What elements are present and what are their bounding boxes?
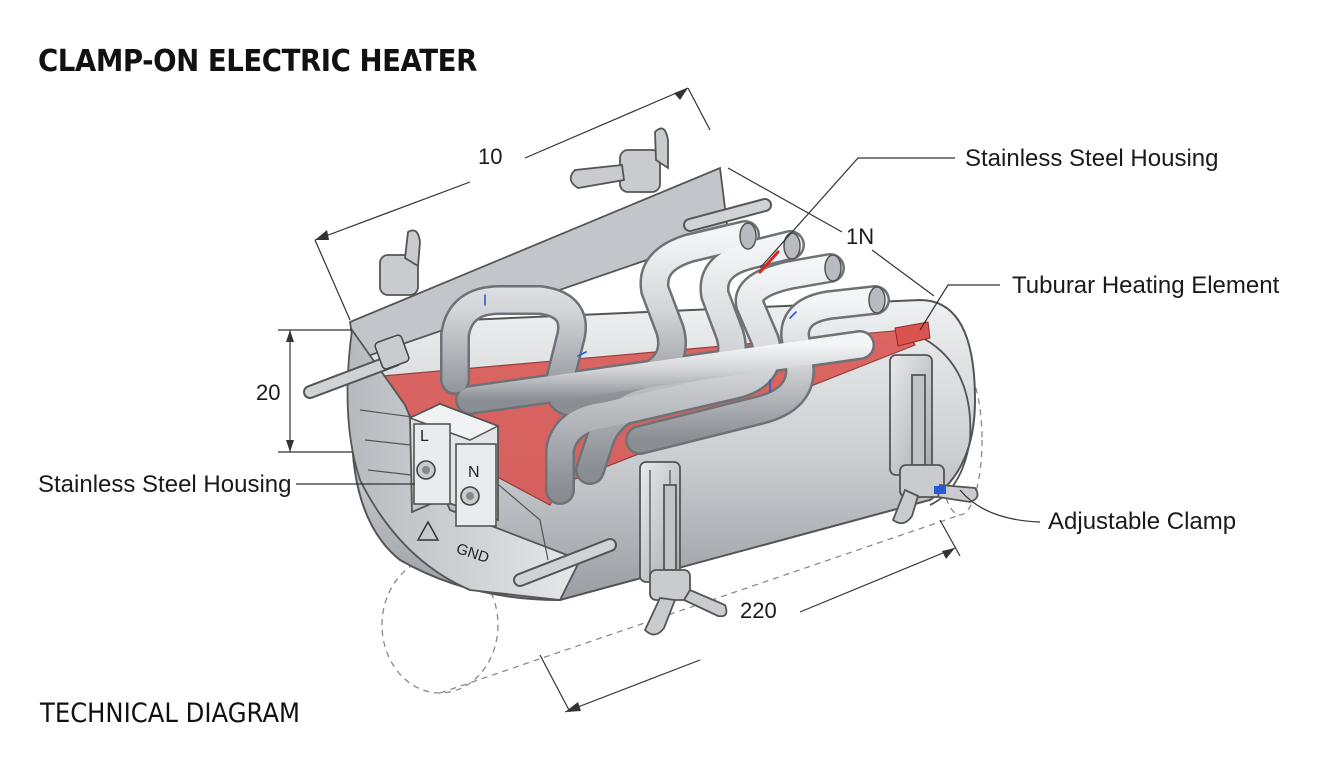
dimension-bottom: 220: [740, 598, 777, 623]
diagram-title: CLAMP-ON ELECTRIC HEATER: [38, 44, 477, 79]
dimension-right: 1N: [846, 224, 875, 249]
heating-element-pipes: [440, 220, 890, 505]
callout-clamp: Adjustable Clamp: [1048, 508, 1237, 535]
dimension-arrows: [286, 88, 955, 712]
diagram-footer: TECHNICAL DIAGRAM: [40, 698, 301, 729]
callout-housing-top: Stainless Steel Housing: [965, 145, 1219, 172]
adjustable-clamps: [639, 354, 979, 636]
threaded-studs: [303, 198, 772, 587]
terminal-block: [408, 402, 500, 541]
dimension-left: 20: [256, 380, 281, 405]
callout-housing-left: Stainless Steel Housing: [38, 471, 292, 498]
terminal-line-label: L: [420, 428, 429, 445]
dimension-top: 10: [478, 144, 503, 169]
dimension-lines: [278, 87, 1041, 713]
callout-heating-element: Tuburar Heating Element: [1012, 272, 1280, 299]
wing-nuts: [379, 127, 669, 296]
terminal-neutral-label: N: [468, 464, 480, 481]
